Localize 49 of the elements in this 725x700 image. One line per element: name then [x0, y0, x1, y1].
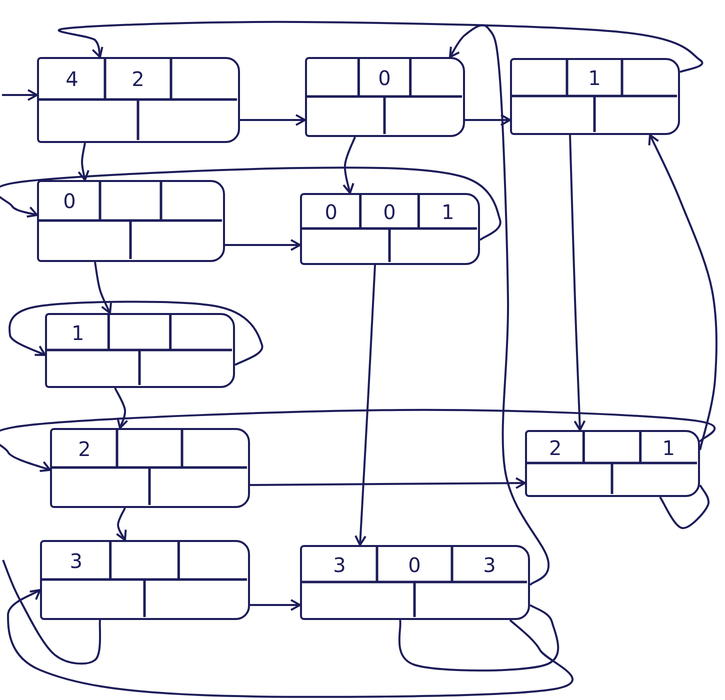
cell-value: 0: [324, 202, 339, 222]
arrow: [94, 262, 112, 314]
arrow: [77, 142, 90, 181]
arrow: [569, 134, 586, 431]
cell-value: 1: [440, 202, 456, 222]
cell-value: 4: [64, 69, 80, 90]
arrow: [250, 599, 301, 611]
arrow: [449, 24, 550, 586]
cell-value: 2: [130, 69, 146, 90]
record-node: [300, 545, 530, 620]
arrow: [225, 239, 301, 251]
arrow: [0, 166, 501, 241]
arrow: [60, 20, 702, 73]
record-node: [510, 58, 680, 135]
cell-value: 3: [332, 554, 347, 574]
cell-value: 0: [407, 554, 422, 574]
cell-value: 1: [661, 438, 676, 458]
cell-value: 2: [548, 438, 563, 458]
arrow: [2, 89, 38, 101]
cell-value: 0: [62, 191, 77, 212]
record-node: [45, 313, 235, 388]
record-node: [525, 430, 700, 497]
record-node: [300, 193, 480, 265]
arrow: [354, 264, 376, 546]
arrow: [240, 114, 306, 126]
arrow: [342, 136, 356, 194]
arrow: [7, 589, 573, 698]
cell-value: 2: [77, 438, 92, 459]
record-node: [37, 57, 240, 143]
arrow: [0, 408, 714, 472]
arrow: [648, 134, 718, 450]
record-node: [50, 428, 250, 508]
connector-line: [659, 484, 710, 529]
cell-value: 3: [68, 550, 84, 571]
cell-value: 0: [382, 202, 397, 222]
arrow: [114, 388, 129, 429]
record-node: [37, 180, 225, 262]
cell-value: 3: [482, 554, 497, 574]
record-node: [40, 540, 250, 620]
record-node: [305, 57, 465, 137]
connector-line: [2, 560, 102, 665]
arrow: [250, 477, 526, 490]
arrow: [465, 114, 511, 126]
arrow: [115, 508, 126, 541]
cell-value: 1: [587, 68, 602, 88]
cell-value: 0: [377, 68, 392, 88]
cell-value: 1: [70, 322, 86, 342]
connector-line: [398, 604, 560, 672]
arrow: [8, 300, 264, 366]
